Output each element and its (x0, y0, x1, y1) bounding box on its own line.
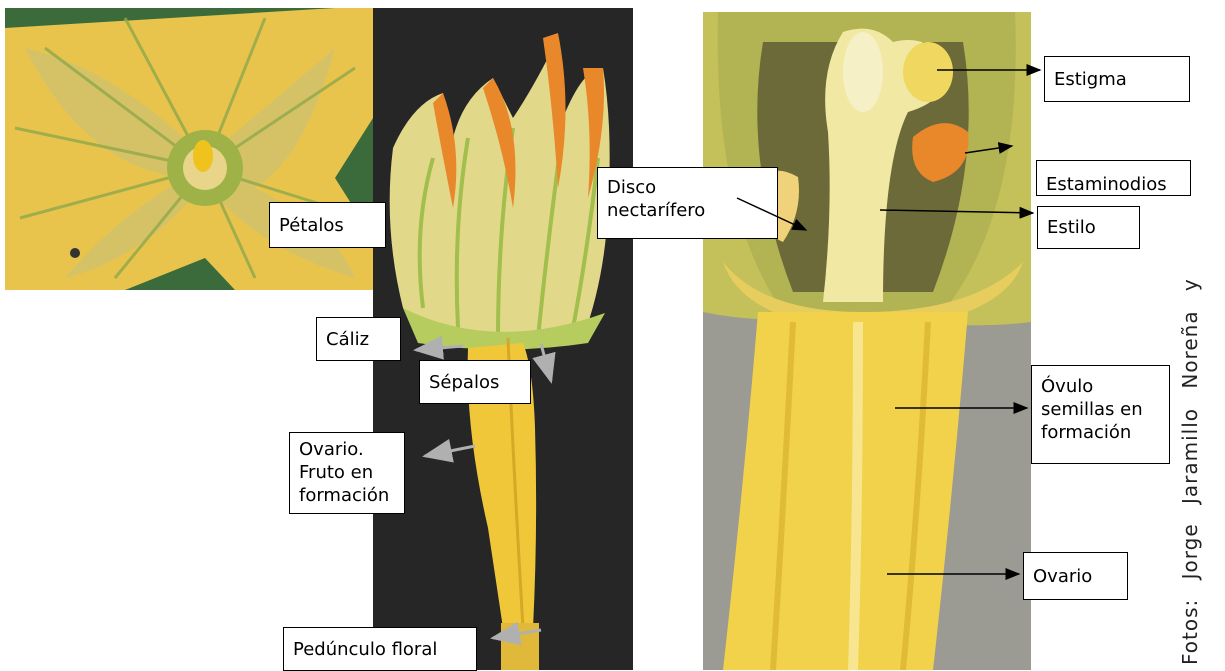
photo-flower-section (703, 12, 1031, 670)
label-disco-nectarifero: Disco nectarífero (597, 167, 778, 239)
label-estaminodios: Estaminodios (1036, 160, 1191, 196)
label-estigma: Estigma (1044, 56, 1190, 102)
label-caliz: Cáliz (316, 317, 401, 361)
label-pedunculo: Pedúnculo floral (283, 627, 477, 671)
label-ovulo-semillas: Óvulo semillas en formación (1031, 365, 1170, 464)
label-sepalos: Sépalos (419, 360, 531, 404)
label-ovario: Ovario (1023, 552, 1128, 600)
label-estilo: Estilo (1037, 206, 1140, 249)
label-petalos: Pétalos (269, 202, 386, 248)
photo-credit: Fotos: Jorge Jaramillo Noreña y (1178, 278, 1202, 665)
label-ovario-fruto: Ovario. Fruto en formación (289, 432, 405, 514)
photo-flower-side (373, 8, 633, 670)
